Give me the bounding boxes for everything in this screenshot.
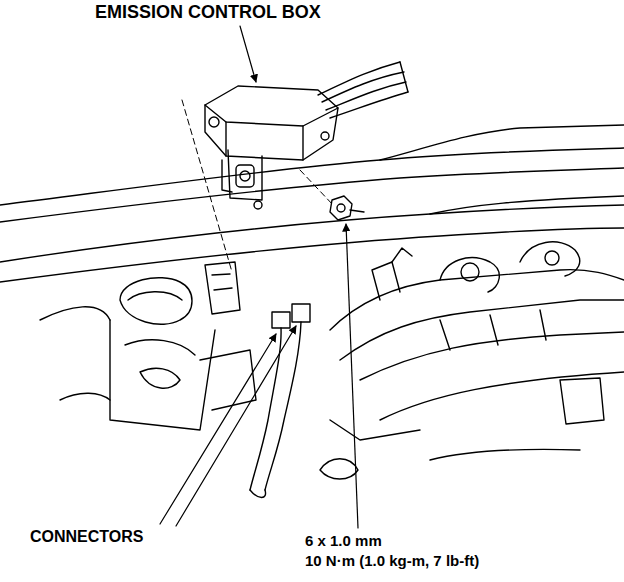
torque-spec: 10 N·m (1.0 kg-m, 7 lb-ft): [303, 553, 481, 570]
part-name: EMISSION CONTROL BOX: [93, 3, 323, 23]
part-name: CONNECTORS: [28, 528, 146, 546]
dimension-label: 6 x 1.0 mm: [303, 533, 384, 550]
